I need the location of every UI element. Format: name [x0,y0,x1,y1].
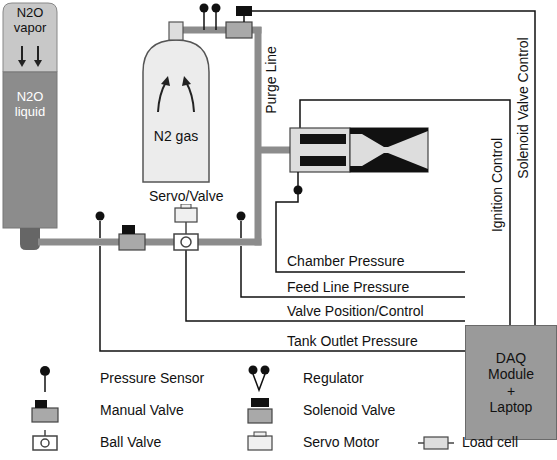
legend-text: Regulator [303,370,364,386]
legend-text: Servo Motor [303,434,379,450]
signal-label: Feed Line Pressure [286,279,410,295]
daq-box: DAQ Module + Laptop [465,325,557,440]
node-text: DAQ Module + Laptop [485,350,537,414]
node-text: N2O liquid [3,90,57,120]
signal-label: Servo/Valve [148,188,224,204]
signal-label: Valve Position/Control [286,303,425,319]
legend-text: Ball Valve [100,434,161,450]
node-text: N2O vapor [3,6,57,36]
legend-text: Pressure Sensor [100,370,204,386]
signal-label: Chamber Pressure [286,253,406,269]
vertical-line-label: Solenoid Valve Control [515,36,531,179]
tank-liquid-region: N2O liquid [3,90,57,130]
tank-vapor-region: N2O vapor [3,6,57,44]
vertical-line-label: Ignition Control [489,137,505,233]
legend-text: Solenoid Valve [303,402,395,418]
vertical-line-label: Purge Line [263,45,279,115]
node-text: N2 gas [154,128,198,144]
signal-label: Tank Outlet Pressure [286,333,419,349]
legend-text: Manual Valve [100,402,184,418]
gas-cylinder: N2 gas [145,128,207,172]
legend-text: Load cell [462,434,518,450]
